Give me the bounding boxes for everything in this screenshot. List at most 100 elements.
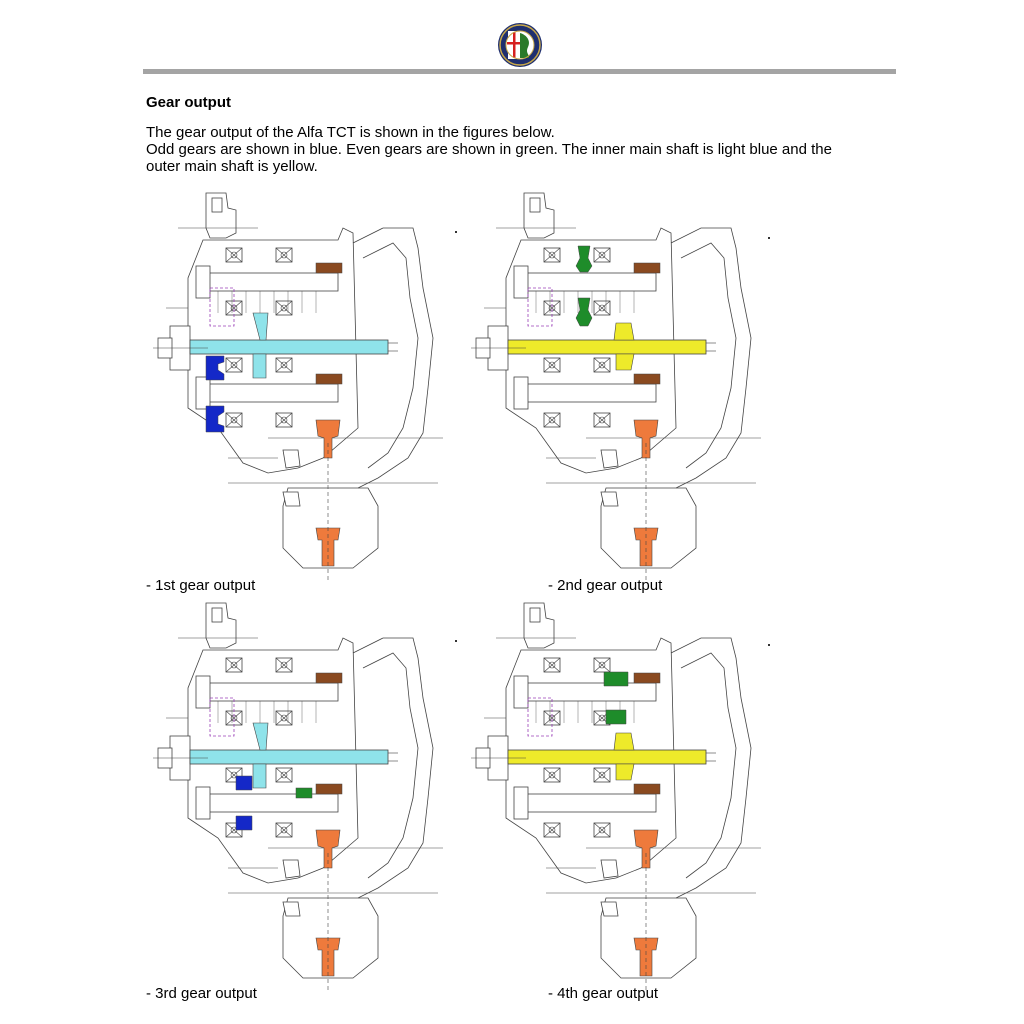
bearing-hatch [543,822,561,838]
bearing-hatch [543,767,561,783]
clutch-outline [209,697,235,737]
upper-shaft-end [513,265,529,299]
gearbox-section-drawing [153,602,443,993]
figure-caption: - 2nd gear output [548,577,663,594]
output-pinion-upper [633,262,661,274]
main-shaft-hub [252,763,267,789]
odd-gear [235,775,253,791]
bell-housing-inner [362,242,419,469]
figure-caption: - 3rd gear output [146,985,257,1002]
bearing-hatch [543,357,561,373]
bearing-hatch [275,822,293,838]
main-shaft-hub [613,322,635,341]
output-pinion-upper [315,672,343,684]
gearbox-section-drawing [471,602,761,993]
odd-gear [205,405,225,433]
bell-housing [670,227,752,489]
bearing-ball [230,416,238,424]
even-gear [603,671,629,687]
lower-shaft [525,793,657,813]
bearing-ball [230,361,238,369]
paragraph-line: outer main shaft is yellow. [146,158,318,175]
upper-shaft-end [513,675,529,709]
gearbox-section-drawing [471,192,761,583]
output-pinion-lower [315,373,343,385]
bearing-hatch [593,767,611,783]
upper-shaft-end [195,675,211,709]
bearing-hatch [275,300,293,316]
drain-plug [282,449,301,469]
drain-plug [282,859,301,879]
gearbox-section-drawing [153,192,443,583]
bearing-ball [548,251,556,259]
gearbox-figure-1st [148,188,448,583]
bell-housing-inner [362,652,419,879]
bell-housing [352,637,434,899]
main-shaft-hub [613,732,635,751]
bearing-hatch [593,300,611,316]
differential-housing [282,487,379,569]
actuator-cap [529,607,541,623]
differential-gear [315,527,341,567]
even-gear [295,787,313,799]
bearing-hatch [225,412,243,428]
lower-shaft-end [195,376,211,410]
lower-shaft-end [513,786,529,820]
gearbox-casing [505,637,677,884]
lower-shaft [207,383,339,403]
mount-bracket [282,901,301,917]
bearing-ball [230,771,238,779]
bearing-hatch [593,247,611,263]
mount-bracket [600,491,619,507]
bearing-ball [280,361,288,369]
gearbox-figure-4th [466,598,766,993]
bearing-ball [548,661,556,669]
stray-dot [768,644,770,646]
lower-shaft-end [195,786,211,820]
figure-caption: - 4th gear output [548,985,659,1002]
bearing-hatch [593,657,611,673]
clutch-outline [527,697,553,737]
bearing-ball [548,771,556,779]
gearbox-figure-3rd [148,598,448,993]
bearing-hatch [225,300,243,316]
even-gear [575,297,593,327]
output-gear [315,419,341,459]
bearing-hatch [593,412,611,428]
bearing-hatch [275,767,293,783]
main-shaft-hub [252,312,269,341]
output-gear [315,829,341,869]
bearing-hatch [543,710,561,726]
main-shaft [189,749,389,765]
gearbox-casing [505,227,677,474]
bearing-ball [280,416,288,424]
even-gear [605,709,627,725]
differential-housing [282,897,379,979]
gearbox-casing [187,227,359,474]
output-pinion-lower [633,783,661,795]
output-pinion-upper [633,672,661,684]
main-shaft-hub [615,353,635,371]
clutch-outline [527,287,553,327]
bearing-hatch [543,412,561,428]
bearing-ball [598,661,606,669]
bearing-hatch [543,657,561,673]
stray-dot [768,237,770,239]
output-pinion-lower [633,373,661,385]
alfa-romeo-logo-icon [498,23,542,67]
bearing-ball [598,826,606,834]
bell-housing-inner [680,652,737,879]
main-shaft-hub [252,353,267,379]
output-pinion-upper [315,262,343,274]
paragraph-line: The gear output of the Alfa TCT is shown… [146,124,555,141]
bearing-ball [598,714,606,722]
bearing-hatch [543,300,561,316]
bearing-hatch [275,247,293,263]
bearing-hatch [225,357,243,373]
actuator-cap [529,197,541,213]
drain-plug [600,449,619,469]
main-shaft-hub [252,722,269,751]
differential-gear [633,937,659,977]
header-rule [143,69,896,74]
actuator-cap [211,607,223,623]
